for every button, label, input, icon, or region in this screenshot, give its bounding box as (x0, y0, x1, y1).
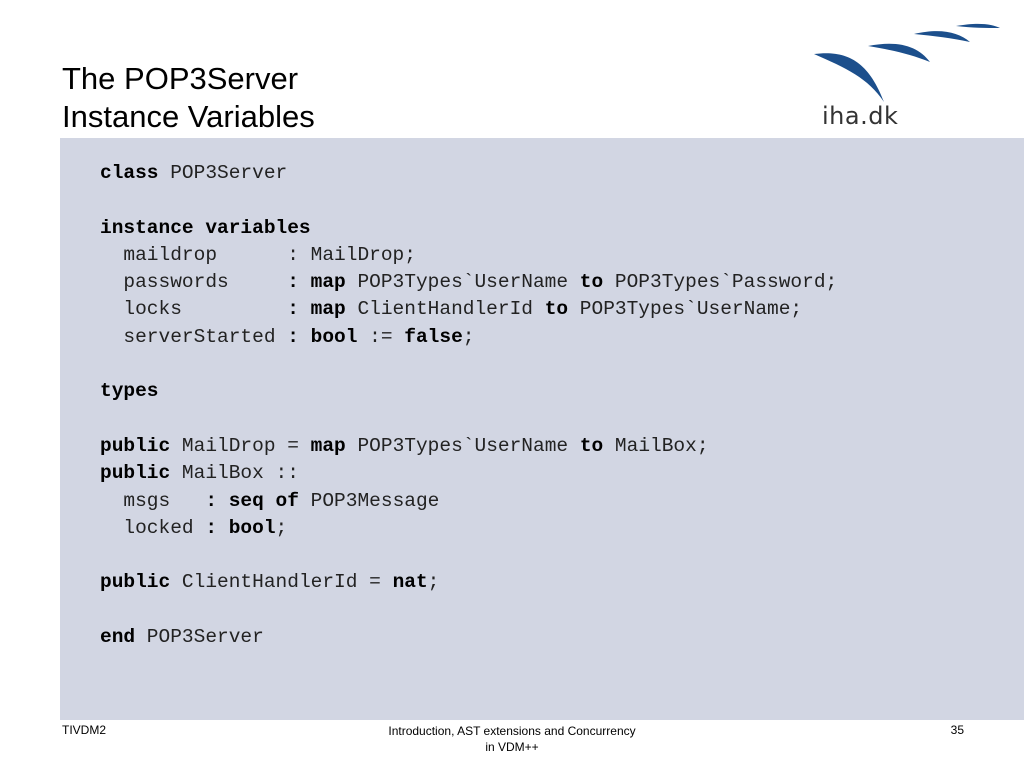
code-line (100, 542, 837, 569)
code-line: types (100, 378, 837, 405)
footer-course: TIVDM2 (62, 723, 107, 737)
footer-title-line-2: in VDM++ (485, 740, 539, 754)
code-keyword: : seq of (205, 489, 299, 512)
code-text: POP3Types`Password; (603, 271, 838, 294)
code-keyword: : map (287, 298, 346, 321)
code-text: POP3Types`UserName (345, 271, 580, 294)
code-text: ; (275, 516, 288, 539)
code-keyword: class (100, 162, 159, 184)
code-text: POP3Server (158, 162, 288, 184)
slide-title-line-1: The POP3Server (62, 61, 299, 96)
code-text: msgs (100, 489, 206, 512)
code-line: instance variables (100, 215, 837, 242)
code-line: msgs : seq of POP3Message (100, 488, 837, 515)
logo-wing-4 (956, 23, 1000, 28)
code-text: POP3Types`UserName (345, 434, 580, 457)
logo-wing-1 (814, 53, 884, 102)
code-line: public ClientHandlerId = nat; (100, 569, 837, 596)
code-line (100, 597, 837, 624)
code-text: ; (427, 571, 440, 594)
code-line (100, 187, 837, 214)
code-keyword: nat (392, 571, 428, 594)
code-text: ClientHandlerId = (170, 571, 393, 594)
code-keyword: to (579, 271, 604, 294)
code-keyword: map (310, 434, 346, 457)
code-text: := (357, 325, 405, 348)
code-line: maildrop : MailDrop; (100, 242, 837, 269)
code-line: end POP3Server (100, 624, 837, 651)
code-line (100, 351, 837, 378)
logo-wing-3 (914, 31, 970, 42)
code-text: ClientHandlerId (345, 298, 545, 321)
code-line: public MailDrop = map POP3Types`UserName… (100, 433, 837, 460)
code-text: POP3Server (135, 626, 264, 649)
code-text: POP3Types`UserName; (568, 298, 803, 321)
code-panel: class POP3Server instance variables maild… (60, 138, 1024, 720)
code-keyword: : bool (205, 516, 276, 539)
code-line: serverStarted : bool := false; (100, 324, 837, 351)
code-line: public MailBox :: (100, 460, 837, 487)
footer-title-line-1: Introduction, AST extensions and Concurr… (388, 724, 636, 738)
page-number: 35 (950, 723, 964, 737)
code-line: locked : bool; (100, 515, 837, 542)
code-line: passwords : map POP3Types`UserName to PO… (100, 269, 837, 296)
slide-title-line-2: Instance Variables (62, 99, 315, 134)
code-line: locks : map ClientHandlerId to POP3Types… (100, 296, 837, 323)
code-line: class POP3Server (100, 160, 837, 187)
code-keyword: public (100, 434, 171, 457)
code-keyword: : map (287, 271, 346, 294)
code-keyword: : bool (287, 325, 358, 348)
code-text: locks (100, 298, 288, 321)
code-text: POP3Message (298, 489, 440, 512)
code-text: serverStarted (100, 325, 288, 348)
code-keyword: instance variables (100, 216, 311, 239)
code-line (100, 406, 837, 433)
iha-logo-icon (814, 23, 1000, 102)
code-keyword: to (579, 434, 604, 457)
code-keyword: to (544, 298, 569, 321)
code-keyword: false (404, 325, 463, 348)
code-text: MailBox; (603, 434, 709, 457)
code-keyword: public (100, 462, 171, 485)
code-keyword: end (100, 626, 136, 649)
slide-title: The POP3Server Instance Variables (62, 60, 315, 136)
code-text: maildrop : MailDrop; (100, 243, 416, 266)
logo-wing-2 (868, 43, 930, 62)
code-keyword: types (100, 380, 159, 403)
code-text: MailBox :: (170, 462, 299, 485)
code-keyword: public (100, 571, 171, 594)
code-text: locked (100, 516, 206, 539)
code-block: class POP3Server instance variables maild… (100, 160, 837, 651)
logo-text: iha.dk (822, 102, 899, 130)
footer-title: Introduction, AST extensions and Concurr… (362, 723, 662, 755)
code-text: MailDrop = (170, 434, 311, 457)
code-text: ; (462, 325, 475, 348)
code-text: passwords (100, 271, 288, 294)
